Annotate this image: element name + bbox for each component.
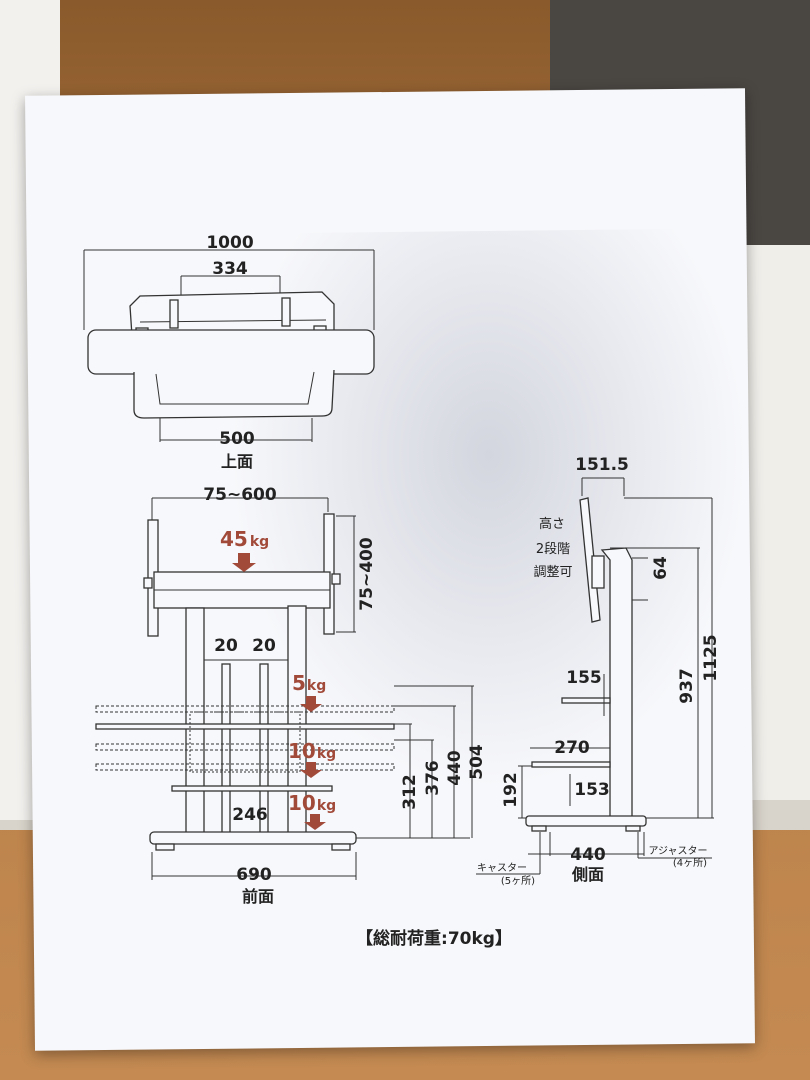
- height-note-line3: 調整可: [533, 565, 572, 580]
- height-note-line2: 2段階: [536, 542, 570, 557]
- shelf-height-312: 312: [400, 774, 420, 810]
- side-base-depth: 440: [570, 845, 606, 865]
- vesa-horizontal: 75~600: [203, 485, 277, 505]
- total-load: 【総耐荷重:70kg】: [356, 928, 512, 949]
- bottom-shelf-height: 192: [501, 772, 521, 808]
- mid-shelf-depth: 270: [554, 738, 590, 758]
- top-shelf-depth: 155: [566, 668, 602, 688]
- height-low: 937: [677, 668, 697, 704]
- shelf-height-440: 440: [445, 750, 465, 786]
- adjuster-label: アジャスター: [648, 845, 707, 857]
- top-view-caption: 上面: [221, 452, 253, 471]
- top-width-total: 1000: [206, 233, 253, 253]
- adjuster-count: (4ヶ所): [673, 857, 707, 869]
- caster-label: キャスター: [477, 862, 527, 874]
- top-width-inner: 334: [212, 259, 248, 279]
- top-view: 1000 334 500 上面: [83, 233, 375, 471]
- pole-gap-left: 20: [214, 636, 238, 656]
- height-high: 1125: [701, 634, 721, 681]
- tv-load-arrow: [232, 553, 256, 572]
- bracket-depth: 151.5: [575, 455, 629, 475]
- shelf-height-504: 504: [467, 744, 487, 780]
- shelf-top-load: 5kg: [292, 671, 326, 695]
- side-view: 151.5 高さ 2段階 調整可 64 937 1125 155 270 153…: [476, 455, 721, 887]
- shelf-bottom-load-arrow: [304, 814, 326, 830]
- vesa-vertical: 75~400: [357, 537, 377, 611]
- front-base-width: 690: [236, 865, 272, 885]
- top-base-width: 500: [219, 429, 255, 449]
- shelf-mid-load-arrow: [300, 762, 322, 778]
- shelf-top-load-arrow: [300, 696, 322, 712]
- shelf-mid-load: 10kg: [288, 739, 336, 763]
- side-view-caption: 側面: [571, 865, 604, 884]
- height-step: 64: [651, 556, 671, 580]
- shelf-height-376: 376: [423, 760, 443, 796]
- height-note-line1: 高さ: [539, 516, 565, 532]
- shelf-bottom-load: 10kg: [288, 791, 336, 815]
- front-view-caption: 前面: [242, 887, 274, 906]
- caster-count: (5ヶ所): [501, 875, 535, 887]
- pole-gap-right: 20: [252, 636, 276, 656]
- bottom-shelf-depth: 153: [574, 780, 610, 800]
- shelf-inner-width: 246: [232, 805, 268, 825]
